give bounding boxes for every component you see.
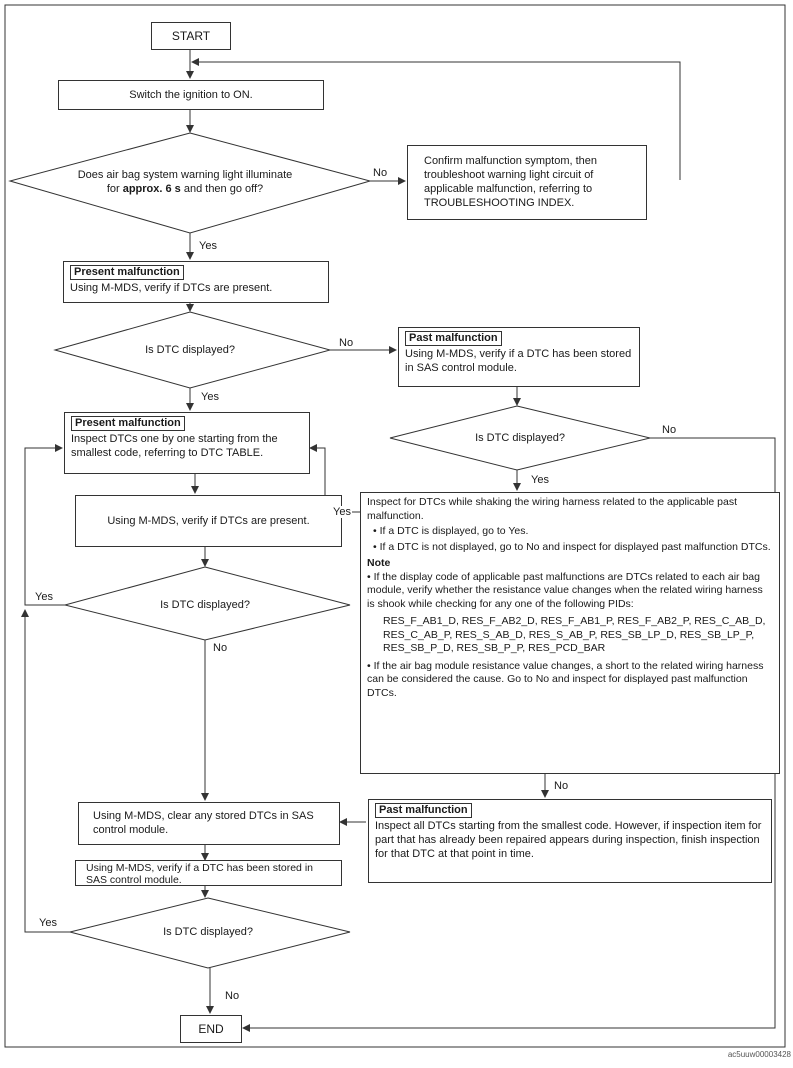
warning-light-for: for <box>106 183 123 195</box>
dtc-question-3: Is DTC displayed? <box>125 597 285 613</box>
dtc-question-1: Is DTC displayed? <box>100 342 280 358</box>
inspect-shaking-text: Inspect for DTCs while shaking the wirin… <box>367 496 738 522</box>
present-malfunction-tag-1: Present malfunction <box>70 265 184 280</box>
dtc-question-2-text: Is DTC displayed? <box>475 432 565 444</box>
past-malfunction-tag-1: Past malfunction <box>405 331 502 346</box>
warning-light-question-line2: for approx. 6 s and then go off? <box>107 182 263 196</box>
past-malfunction-box-2: Past malfunction Inspect all DTCs starti… <box>368 799 772 883</box>
present-malfunction-tag-2: Present malfunction <box>71 416 185 431</box>
warning-light-duration: approx. 6 s <box>122 183 181 195</box>
inspect-shaking-box: Inspect for DTCs while shaking the wirin… <box>360 492 780 774</box>
confirm-symptom-box: Confirm malfunction symptom, then troubl… <box>407 145 647 220</box>
label-yes-shaking: Yes <box>332 506 352 518</box>
past-malfunction-text-2: Inspect all DTCs starting from the small… <box>375 820 762 860</box>
dtc-question-2: Is DTC displayed? <box>440 430 600 446</box>
start-terminal: START <box>151 22 231 50</box>
confirm-symptom-text: Confirm malfunction symptom, then troubl… <box>424 155 598 209</box>
label-no-shaking: No <box>553 780 570 792</box>
past-malfunction-box-1: Past malfunction Using M-MDS, verify if … <box>398 327 640 387</box>
past-malfunction-text-1: Using M-MDS, verify if a DTC has been st… <box>405 348 632 374</box>
present-malfunction-box-2: Present malfunction Inspect DTCs one by … <box>64 412 310 474</box>
label-no-dtc-1: No <box>338 337 355 349</box>
note-item-2: • If the air bag module resistance value… <box>367 659 764 699</box>
label-no-dtc-3: No <box>212 642 229 654</box>
note-item-1: • If the display code of applicable past… <box>367 570 763 610</box>
label-no-dtc-4: No <box>224 990 241 1002</box>
warning-light-question: Does air bag system warning light illumi… <box>55 160 315 204</box>
clear-dtcs-box: Using M-MDS, clear any stored DTCs in SA… <box>78 802 340 845</box>
label-no-dtc-2: No <box>661 424 678 436</box>
start-label: START <box>171 29 211 43</box>
end-label: END <box>198 1022 224 1036</box>
inspect-shaking-bullet-1: • If a DTC is displayed, go to Yes. <box>373 525 529 537</box>
verify-present-text: Using M-MDS, verify if DTCs are present. <box>107 515 310 527</box>
page-frame <box>4 4 786 1048</box>
verify-stored-box: Using M-MDS, verify if a DTC has been st… <box>75 860 342 886</box>
present-malfunction-text-2: Inspect DTCs one by one starting from th… <box>71 433 278 459</box>
dtc-question-1-text: Is DTC displayed? <box>145 344 235 356</box>
label-yes-dtc-2: Yes <box>530 474 550 486</box>
warning-light-post: and then go off? <box>180 183 264 195</box>
note-title: Note <box>367 557 391 569</box>
dtc-question-4-text: Is DTC displayed? <box>163 926 253 938</box>
inspect-shaking-bullet-2: • If a DTC is not displayed, go to No an… <box>373 540 771 553</box>
label-yes-dtc-4: Yes <box>38 917 58 929</box>
present-malfunction-box-1: Present malfunction Using M-MDS, verify … <box>63 261 329 303</box>
decision-diamond-dtc-4 <box>69 897 351 969</box>
dtc-question-3-text: Is DTC displayed? <box>160 599 250 611</box>
switch-ignition-text: Switch the ignition to ON. <box>129 89 253 101</box>
clear-dtcs-text: Using M-MDS, clear any stored DTCs in SA… <box>93 810 314 836</box>
switch-ignition-step: Switch the ignition to ON. <box>58 80 324 110</box>
warning-light-question-line1: Does air bag system warning light illumi… <box>77 169 293 181</box>
past-malfunction-tag-2: Past malfunction <box>375 803 472 818</box>
verify-stored-text: Using M-MDS, verify if a DTC has been st… <box>86 862 313 886</box>
pid-list: RES_F_AB1_D, RES_F_AB2_D, RES_F_AB1_P, R… <box>383 615 766 654</box>
present-malfunction-text-1: Using M-MDS, verify if DTCs are present. <box>70 282 273 294</box>
label-yes-dtc-1: Yes <box>200 391 220 403</box>
label-yes-warning-light: Yes <box>198 240 218 252</box>
image-code: ac5uuw00003428 <box>727 1050 791 1059</box>
end-terminal: END <box>180 1015 242 1043</box>
dtc-question-4: Is DTC displayed? <box>128 924 288 940</box>
label-yes-dtc-3: Yes <box>34 591 54 603</box>
label-no-warning-light: No <box>372 167 389 179</box>
verify-present-box: Using M-MDS, verify if DTCs are present. <box>75 495 342 547</box>
